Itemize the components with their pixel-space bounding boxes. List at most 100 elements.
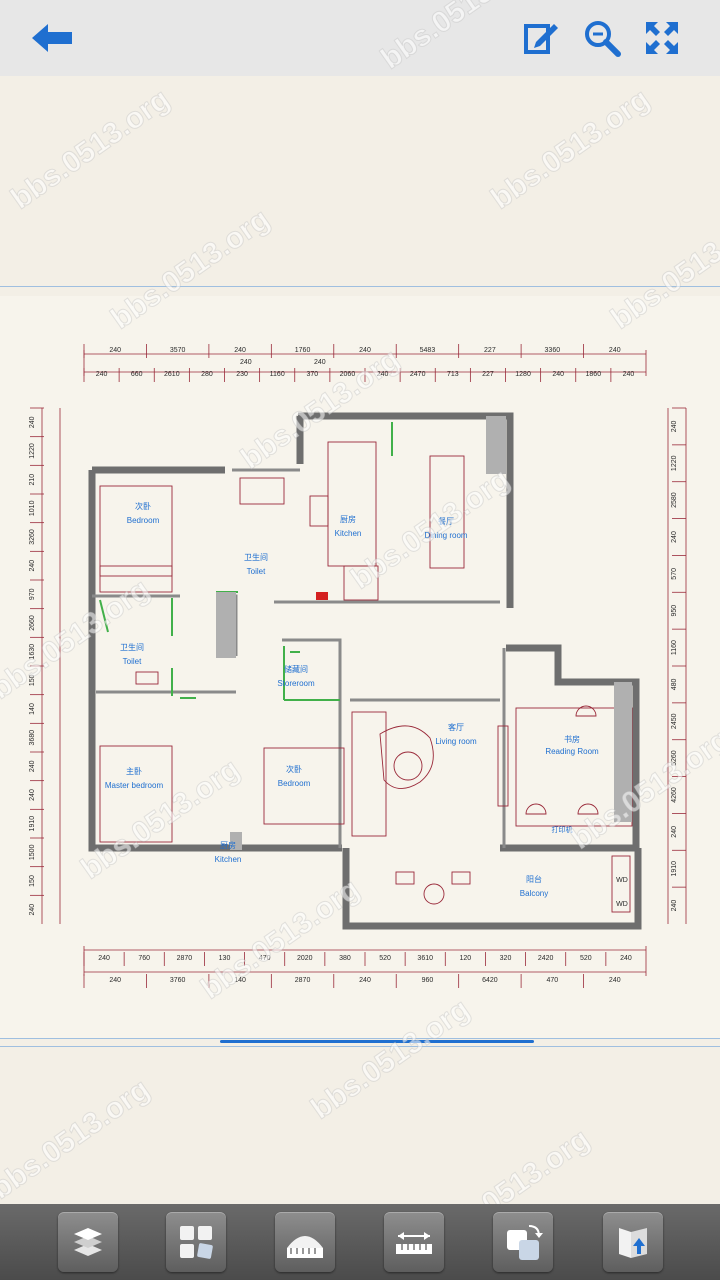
dim-label: 1010 (29, 500, 36, 516)
room-label: 打印机 (552, 825, 573, 834)
dim-label: 240 (29, 560, 36, 572)
room-label: 厨房 (340, 514, 356, 524)
dim-label: 150 (29, 674, 36, 686)
search-zoom-icon[interactable] (578, 14, 626, 62)
dim-label: 2060 (340, 371, 356, 378)
dim-label: 240 (609, 347, 621, 354)
dim-label: 2420 (538, 955, 554, 962)
bottom-toolbar (0, 1204, 720, 1280)
dim-label: 520 (379, 955, 391, 962)
dim-label: 1760 (295, 347, 311, 354)
dim-label: 2870 (295, 977, 311, 984)
room-label: 次卧 (286, 764, 302, 774)
dim-label: 1280 (515, 371, 531, 378)
dim-label: 230 (236, 371, 248, 378)
dim-label: 240 (671, 826, 678, 838)
edit-icon[interactable] (516, 14, 564, 62)
room-label: Bedroom (127, 516, 160, 525)
room-label: Kitchen (215, 855, 242, 864)
room-label: Master bedroom (105, 781, 164, 790)
room-label: 主卧 (126, 766, 142, 776)
dim-label: 240 (377, 371, 389, 378)
dim-label: 240 (671, 900, 678, 912)
dim-label: 240 (29, 904, 36, 916)
dim-label: 2450 (671, 713, 678, 729)
dim-label: 240 (671, 420, 678, 432)
dim-label: 2020 (297, 955, 313, 962)
dim-label: 6420 (482, 977, 498, 984)
layers-icon[interactable] (58, 1212, 118, 1272)
dim-label: 3260 (29, 529, 36, 545)
dim-label: 130 (219, 955, 231, 962)
dim-label: 227 (482, 371, 494, 378)
dim-label: 140 (29, 703, 36, 715)
dim-label: 140 (234, 977, 246, 984)
dim-label: 240 (609, 977, 621, 984)
dim-label: 240 (552, 371, 564, 378)
dim-label: 380 (339, 955, 351, 962)
dim-label: 240 (359, 977, 371, 984)
dim-label: 1220 (671, 455, 678, 471)
layout-blocks-icon[interactable] (166, 1212, 226, 1272)
dim-label: 2610 (164, 371, 180, 378)
dim-label: 1220 (29, 443, 36, 459)
room-label: Bedroom (278, 779, 311, 788)
room-label: Reading Room (545, 747, 599, 756)
drawing-sheet (0, 296, 720, 1038)
room-label: WD (616, 877, 628, 884)
room-label: Kitchen (335, 529, 362, 538)
room-label: 卫生间 (120, 642, 144, 652)
dim-label: 2470 (410, 371, 426, 378)
room-label: Dining room (424, 531, 467, 540)
room-label: Toilet (247, 567, 266, 576)
room-label: 次卧 (135, 501, 151, 511)
dim-label: 240 (98, 955, 110, 962)
dim-label: 1910 (29, 816, 36, 832)
export-icon[interactable] (603, 1212, 663, 1272)
dim-label: 470 (259, 955, 271, 962)
dim-label: 1630 (29, 644, 36, 660)
room-label: Balcony (520, 889, 548, 898)
dim-label: 1160 (270, 371, 285, 378)
dim-label: 470 (546, 977, 558, 984)
dim-label: 5260 (671, 750, 678, 766)
dim-label: 320 (500, 955, 512, 962)
dim-label: 240 (109, 347, 121, 354)
horizontal-scrollbar[interactable] (220, 1040, 534, 1043)
dim-label: 150 (29, 875, 36, 887)
dim-label: 520 (580, 955, 592, 962)
dim-label: 3680 (29, 730, 36, 746)
dim-label: 5483 (420, 347, 436, 354)
room-label: Storeroom (277, 679, 315, 688)
dim-label: 2580 (671, 492, 678, 508)
dim-label: 240 (234, 347, 246, 354)
guide-line (0, 1046, 720, 1047)
dim-label: 570 (671, 568, 678, 580)
room-label: 餐厅 (438, 517, 454, 526)
dim-label: 240 (96, 371, 108, 378)
rotate-swap-icon[interactable] (493, 1212, 553, 1272)
dim-label: 480 (671, 678, 678, 690)
dim-label: 3760 (170, 977, 186, 984)
dim-label: 3570 (170, 347, 186, 354)
dim-label: 760 (138, 955, 150, 962)
room-label: 卫生间 (244, 552, 268, 562)
measure-icon[interactable] (384, 1212, 444, 1272)
dim-label: 1860 (586, 371, 602, 378)
dim-label: 240 (671, 531, 678, 543)
dim-label: 2660 (29, 615, 36, 631)
dim-label: 4260 (671, 787, 678, 803)
dim-label: 240 (240, 359, 252, 366)
dim-label: 3610 (417, 955, 433, 962)
room-label: 储藏间 (284, 664, 308, 674)
dim-label: 1160 (671, 640, 678, 655)
room-label: 客厅 (448, 722, 464, 732)
scale-ruler-icon[interactable] (275, 1212, 335, 1272)
fullscreen-icon[interactable] (638, 14, 686, 62)
dim-label: 210 (29, 474, 36, 486)
room-label: WD (616, 901, 628, 908)
back-arrow-icon[interactable] (28, 14, 76, 62)
dim-label: 960 (422, 977, 434, 984)
room-label: 阳台 (526, 874, 542, 884)
dim-label: 280 (201, 371, 213, 378)
